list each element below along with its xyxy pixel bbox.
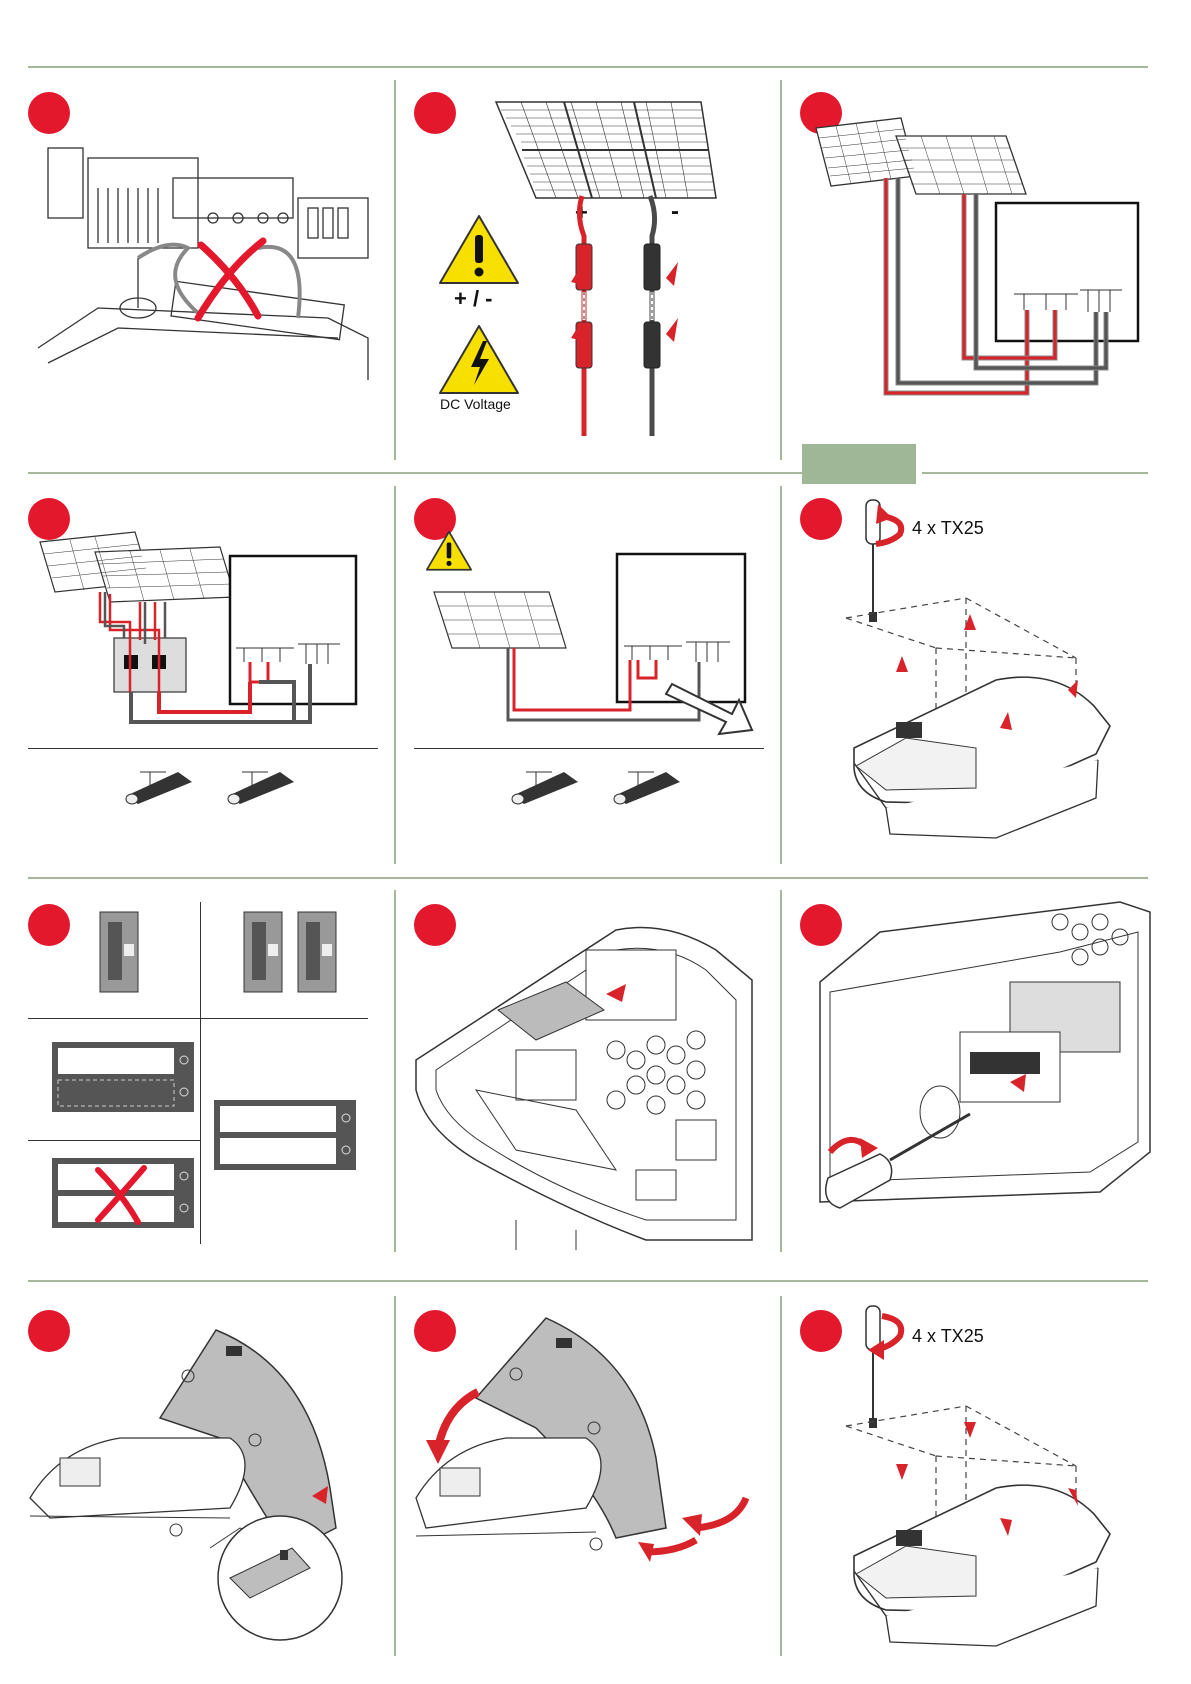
col-divider-2-r1 [780, 80, 782, 460]
plus-minus-label: + / - [454, 286, 493, 312]
rule-row2-right [922, 472, 1148, 474]
col-divider-2-r4 [780, 1296, 782, 1656]
slot-config-invalid [52, 1158, 194, 1228]
rule-row4 [28, 1280, 1148, 1282]
card-insertion-illustration [416, 910, 752, 1250]
combiner-wiring-diagram [40, 522, 360, 732]
slot-config-b [214, 1100, 356, 1170]
solar-panel-icon [496, 102, 716, 198]
rule-top [28, 66, 1148, 68]
col-divider-1-r1 [394, 80, 396, 460]
minus-label: - [671, 198, 679, 226]
sub-rule-r2c1 [28, 748, 378, 749]
inverter-housing-closed [846, 598, 1132, 844]
col-divider-1-r2 [394, 486, 396, 864]
col-divider-2-r2 [780, 486, 782, 864]
opt-divider-h1 [28, 1018, 368, 1019]
col-divider-1-r3 [394, 890, 396, 1252]
step-marker-r4c3 [800, 1310, 842, 1352]
cable-end-icon [120, 762, 350, 806]
step-marker-r1c1 [28, 92, 70, 134]
terminal-illustration [38, 148, 368, 380]
rule-row2-left [28, 472, 802, 474]
card-fastening-illustration [820, 902, 1150, 1248]
single-string-diagram [434, 554, 754, 730]
slot-config-a [52, 1042, 194, 1112]
warning-icon [437, 213, 521, 287]
connector-direction-icon [574, 260, 684, 360]
step-marker-r3c1 [28, 904, 70, 946]
rule-row3 [28, 877, 1148, 879]
col-divider-2-r3 [780, 890, 782, 1252]
high-voltage-icon [437, 323, 521, 397]
module-card-icon [96, 912, 144, 994]
x-mark-icon [198, 241, 263, 318]
opt-divider-h2 [28, 1140, 200, 1141]
step-marker-r2c3 [800, 498, 842, 540]
module-card-icon [240, 912, 350, 994]
inverter-housing-refit [846, 1406, 1132, 1652]
cover-removal-illustration [30, 1318, 380, 1638]
cable-end-icon [506, 762, 736, 806]
tx25-label-bottom: 4 x TX25 [912, 1326, 984, 1347]
tx25-label-top: 4 x TX25 [912, 518, 984, 539]
col-divider-1-r4 [394, 1296, 396, 1656]
step-marker-r1c2 [414, 92, 456, 134]
string-wiring-diagram [816, 118, 1146, 393]
opt-divider-v [200, 902, 201, 1244]
section-tag [802, 444, 916, 484]
cover-placement-illustration [416, 1318, 766, 1638]
sub-rule-r2c2 [414, 748, 764, 749]
dc-voltage-label: DC Voltage [440, 396, 511, 412]
